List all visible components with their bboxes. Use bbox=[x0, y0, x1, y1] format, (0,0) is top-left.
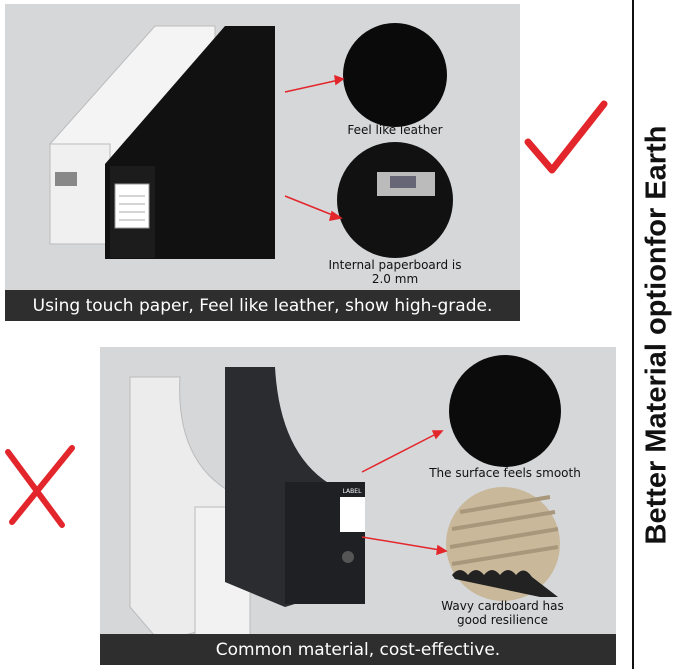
divider-line bbox=[632, 0, 634, 669]
callout-wavy-line1: Wavy cardboard has bbox=[441, 599, 564, 613]
callout-wavy-line2: good resilience bbox=[456, 613, 548, 627]
callout-leather: Feel like leather bbox=[347, 123, 443, 137]
callout-paperboard: Internal paperboard is 2.0 mm bbox=[310, 258, 480, 286]
callout-wavy-cardboard: Wavy cardboard has good resilience bbox=[420, 599, 585, 627]
leather-closeup bbox=[343, 23, 447, 127]
checkmark-icon bbox=[524, 100, 608, 174]
caliper-closeup bbox=[337, 142, 453, 258]
callout-smooth-surface: The surface feels smooth bbox=[429, 466, 581, 480]
common-boxes-illustration: LABEL bbox=[129, 355, 561, 643]
smooth-surface-closeup bbox=[449, 355, 561, 467]
cross-icon bbox=[5, 445, 75, 528]
top-caption: Using touch paper, Feel like leather, sh… bbox=[5, 290, 520, 321]
bottom-panel: LABEL The surface feels smooth Wavy card… bbox=[100, 347, 616, 665]
premium-boxes-illustration bbox=[49, 23, 453, 259]
callout-paperboard-line1: Internal paperboard is bbox=[328, 258, 462, 272]
box-label-text: LABEL bbox=[343, 488, 362, 495]
callout-paperboard-line2: 2.0 mm bbox=[371, 272, 419, 286]
top-panel: Feel like leather Internal paperboard is… bbox=[5, 4, 520, 321]
bottom-caption: Common material, cost-effective. bbox=[100, 634, 616, 665]
side-title: Better Material optionfor Earth bbox=[640, 125, 673, 545]
